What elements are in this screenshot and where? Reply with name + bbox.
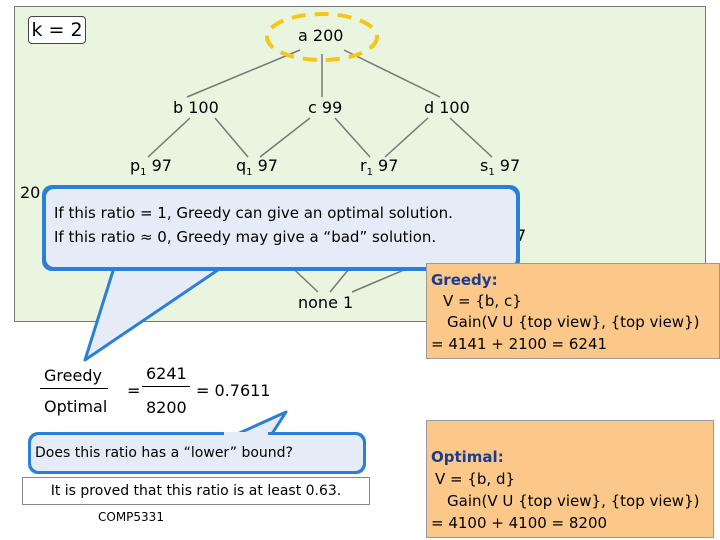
node-p1: p1 97 bbox=[130, 156, 172, 179]
optimal-gain: Gain(V U {top view}, {top view}) bbox=[447, 492, 700, 510]
greedy-total: = 4141 + 2100 = 6241 bbox=[431, 335, 608, 353]
formula-optimal-label: Optimal bbox=[44, 397, 108, 416]
formula-numerator: 6241 bbox=[146, 364, 187, 383]
question-callout-body: Does this ratio has a “lower” bound? bbox=[31, 435, 363, 471]
node-none: none 1 bbox=[298, 293, 354, 312]
answer-text: It is proved that this ratio is at least… bbox=[22, 477, 370, 505]
greedy-box: Greedy: V = {b, c} Gain(V U {top view}, … bbox=[426, 263, 720, 359]
greedy-title: Greedy: bbox=[431, 271, 498, 289]
edge-c-r bbox=[334, 117, 371, 158]
optimal-title: Optimal: bbox=[431, 448, 504, 466]
node-a: a 200 bbox=[298, 26, 344, 45]
ratio-explanation-line1: If this ratio = 1, Greedy can give an op… bbox=[54, 204, 453, 222]
node-s1: s1 97 bbox=[480, 156, 521, 179]
footer-course-code: COMP5331 bbox=[98, 510, 164, 524]
top-view-highlight bbox=[265, 12, 379, 62]
formula-denominator: 8200 bbox=[146, 398, 187, 417]
edge-a-d bbox=[343, 49, 441, 98]
optimal-box: Optimal: V = {b, d} Gain(V U {top view},… bbox=[426, 420, 714, 538]
optimal-set: V = {b, d} bbox=[435, 470, 516, 488]
greedy-gain: Gain(V U {top view}, {top view}) bbox=[447, 313, 700, 331]
greedy-set: V = {b, c} bbox=[443, 292, 522, 310]
edge-d-s bbox=[449, 117, 493, 158]
formula-value-bar bbox=[142, 386, 190, 387]
edge-a-b bbox=[186, 49, 301, 98]
node-b: b 100 bbox=[173, 98, 219, 117]
node-partial-left: 20 bbox=[20, 183, 41, 202]
optimal-total: = 4100 + 4100 = 8200 bbox=[431, 514, 608, 532]
question-text: Does this ratio has a “lower” bound? bbox=[35, 445, 293, 461]
node-q1: q1 97 bbox=[236, 156, 278, 179]
edge-c-q bbox=[259, 117, 311, 158]
edge-d-r bbox=[384, 117, 429, 158]
node-partial-right: 7 bbox=[516, 226, 527, 245]
formula-greedy-label: Greedy bbox=[44, 366, 102, 385]
formula-result: = 0.7611 bbox=[196, 381, 271, 400]
edge-b-p bbox=[147, 117, 191, 158]
node-d: d 100 bbox=[424, 98, 470, 117]
node-c: c 99 bbox=[308, 98, 343, 117]
ratio-explanation-body: If this ratio = 1, Greedy can give an op… bbox=[46, 189, 516, 267]
ratio-explanation-line2: If this ratio ≈ 0, Greedy may give a “ba… bbox=[54, 228, 437, 246]
formula-label-bar bbox=[40, 388, 108, 389]
node-r1: r1 97 bbox=[360, 156, 399, 179]
question-tail-join bbox=[224, 432, 268, 436]
edge-b-q bbox=[214, 117, 249, 158]
formula-equals: = bbox=[127, 381, 141, 400]
k-label: k = 2 bbox=[28, 16, 86, 44]
